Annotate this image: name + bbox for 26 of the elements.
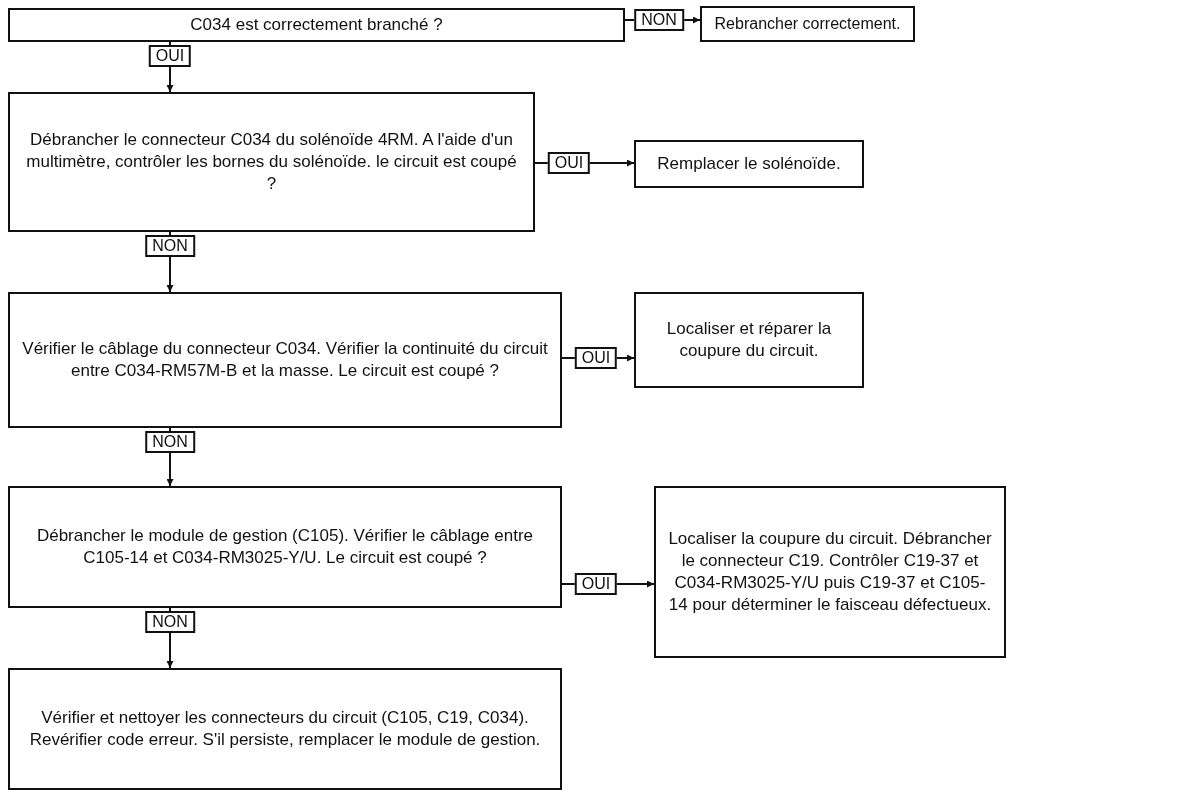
process-box (8, 92, 535, 232)
step-text: Débrancher le connecteur C034 du solénoïde 4RM. A l'aide d'un multimètre, contrôler les bornes du solénoïde. le circuit est coupé ? (25, 128, 518, 196)
process-box (700, 6, 915, 42)
edge-label: NON (145, 611, 195, 633)
step-text: Localiser la coupure du circuit. Débrancher le connecteur C19. Contrôler C19-37 et C034-RM3025-Y/U puis C19-37 et C105-14 pour déterminer le faisceau défectueux. (668, 527, 992, 617)
step-text: Vérifier le câblage du connecteur C034. Vérifier la continuité du circuit entre C034-RM57M-B et la masse. Le circuit est coupé ? (22, 337, 548, 382)
step-text: Localiser et réparer la coupure du circuit. (665, 317, 833, 362)
step-text: Remplacer le solénoïde. (657, 152, 841, 175)
process-box (8, 486, 562, 608)
process-box (8, 668, 562, 790)
edge-label: OUI (574, 573, 618, 595)
step-text: Débrancher le module de gestion (C105). Vérifier le câblage entre C105-14 et C034-RM3025-Y/U. Le circuit est coupé ? (35, 524, 535, 569)
step-text: C034 est correctement branché ? (190, 13, 443, 36)
step-text: Vérifier et nettoyer les connecteurs du circuit (C105, C19, C034). Revérifier code erreur. S'il persiste, remplacer le module de gestion. (28, 706, 542, 751)
process-box (634, 140, 864, 188)
edge-label: OUI (574, 347, 618, 369)
edge-label: NON (145, 235, 195, 257)
edge-label: OUI (547, 152, 591, 174)
process-box (654, 486, 1006, 658)
edge-label: NON (634, 9, 684, 31)
process-box (8, 292, 562, 428)
step-text: Rebrancher correctement. (714, 13, 901, 34)
edge-label: OUI (148, 45, 192, 67)
process-box (8, 8, 625, 42)
process-box (634, 292, 864, 388)
edge-label: NON (145, 431, 195, 453)
